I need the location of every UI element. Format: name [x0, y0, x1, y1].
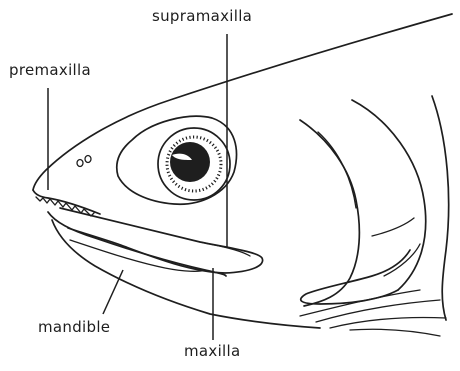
- label-premaxilla: premaxilla: [9, 63, 91, 78]
- label-maxilla: maxilla: [184, 344, 240, 359]
- head-dorsal-outline: [33, 14, 452, 190]
- preopercle-inner-line: [318, 132, 356, 208]
- opercle-outline: [352, 100, 426, 290]
- mandible-outline: [48, 212, 226, 276]
- opercle-edge: [372, 218, 414, 236]
- nostril-right: [85, 156, 91, 163]
- supramaxilla-outline: [200, 242, 250, 256]
- opercle-flap: [301, 250, 410, 304]
- preopercle-outline: [300, 120, 359, 306]
- upper-jaw-teeth: [36, 197, 94, 216]
- branchiostegal-lines: [300, 290, 446, 336]
- eye-pupil: [170, 142, 210, 182]
- nostril-left: [77, 160, 83, 167]
- label-supramaxilla: supramaxilla: [152, 9, 252, 24]
- body-edge: [432, 96, 449, 320]
- label-mandible: mandible: [38, 320, 110, 335]
